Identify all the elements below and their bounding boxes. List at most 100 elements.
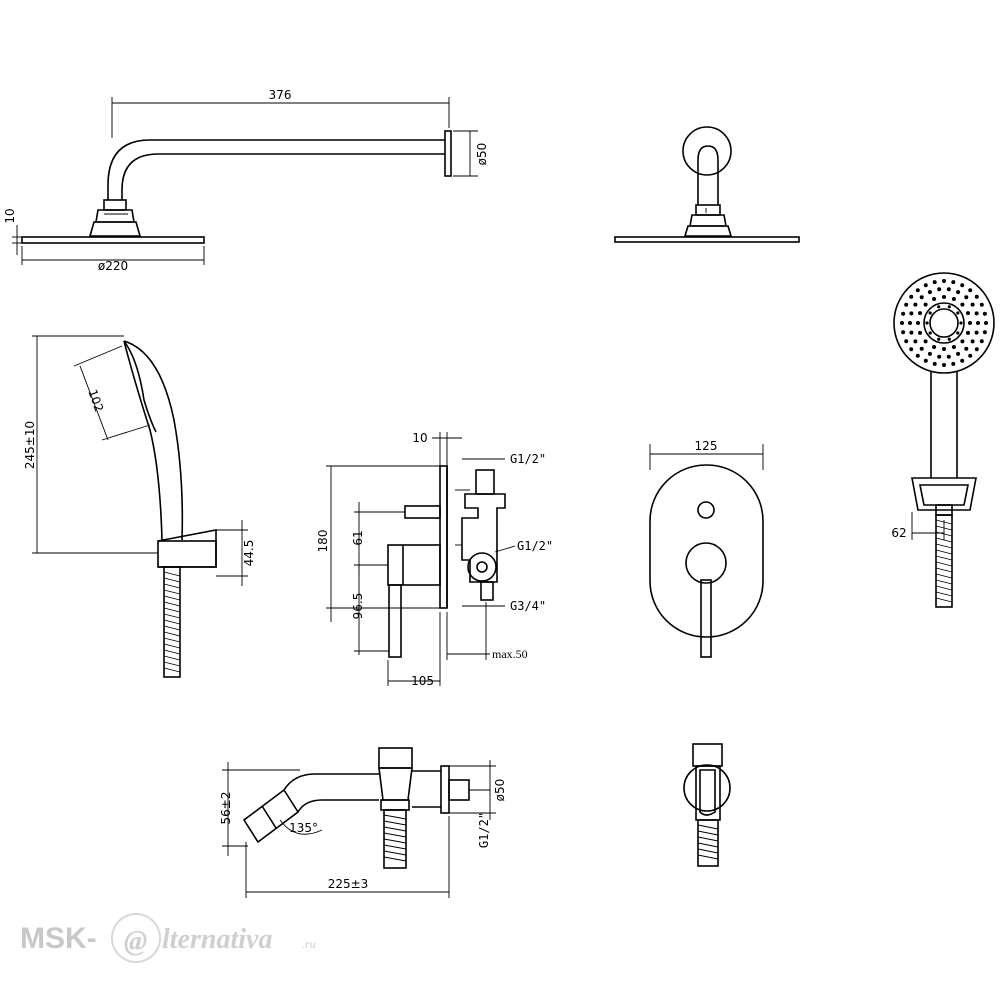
nozzle-dot: [932, 345, 937, 349]
nozzle-dot: [956, 311, 960, 315]
nozzle-dot: [968, 288, 973, 293]
nozzle-dot: [925, 321, 929, 325]
nozzle-dot: [901, 311, 906, 316]
nozzle-dot: [909, 347, 914, 352]
dim-spout-length: 225±3: [328, 877, 369, 891]
nozzle-dot: [982, 311, 987, 316]
nozzle-dot: [974, 330, 979, 335]
spout-front-hose-coil: [697, 824, 719, 860]
nozzle-dot: [984, 321, 988, 325]
nozzle-dot: [923, 302, 928, 307]
nozzle-dot: [964, 295, 969, 300]
nozzle-dot: [932, 361, 937, 366]
nozzle-dot: [918, 311, 922, 316]
nozzle-dot: [923, 358, 928, 363]
nozzle-dot: [974, 347, 979, 352]
nozzle-dot: [909, 330, 914, 335]
nozzle-dot: [976, 321, 980, 325]
nozzle-dot: [908, 321, 912, 325]
nozzle-dot: [928, 311, 932, 315]
nozzle-dot: [932, 297, 937, 301]
shower-nozzles: [900, 279, 988, 367]
dim-spout-height: 56±2: [219, 792, 233, 825]
dim-max-depth: max.50: [492, 647, 528, 661]
mixer-front-view: 125: [649, 439, 764, 658]
nozzle-dot: [951, 297, 956, 301]
nozzle-dot: [916, 321, 920, 325]
nozzle-dot: [942, 279, 946, 283]
nozzle-dot: [946, 354, 951, 359]
nozzle-dot: [901, 330, 906, 335]
nozzle-dot: [932, 280, 937, 285]
hand-shower-front-view: 62: [891, 272, 995, 608]
watermark-logo: MSK- @ lternativa .ru: [20, 913, 316, 963]
nozzle-dot: [928, 331, 932, 335]
dim-wall-flange-dia: ø50: [475, 143, 489, 166]
dim-spout-thread: G1/2": [477, 812, 491, 848]
dim-mixer-96: 96.5: [351, 593, 365, 620]
dim-plate-width: 125: [695, 439, 718, 453]
nozzle-dot: [937, 337, 941, 341]
nozzle-dot: [974, 311, 979, 316]
nozzle-dot: [909, 311, 914, 316]
dim-holder-height: 44.5: [242, 540, 256, 567]
nozzle-dot: [923, 339, 928, 344]
nozzle-dot: [968, 321, 972, 325]
nozzle-dot: [915, 353, 920, 358]
nozzle-dot: [900, 321, 904, 325]
nozzle-dot: [937, 354, 942, 359]
nozzle-dot: [964, 346, 969, 351]
nozzle-dot: [982, 330, 987, 335]
nozzle-dot: [951, 280, 956, 285]
dim-head-thickness: 10: [3, 208, 17, 223]
nozzle-dot: [956, 331, 960, 335]
nozzle-dot: [937, 305, 941, 309]
nozzle-dot: [904, 339, 909, 344]
nozzle-dot: [904, 302, 909, 307]
nozzle-dot: [937, 287, 942, 292]
nozzle-dot: [918, 330, 922, 335]
dim-spout-flange-dia: ø50: [493, 779, 507, 802]
watermark-brand-left: MSK-: [20, 922, 97, 955]
nozzle-dot: [960, 283, 965, 288]
spout-front-view: [683, 743, 731, 867]
dim-holder-offset: 62: [891, 526, 906, 540]
nozzle-dot: [960, 339, 965, 344]
nozzle-dot: [909, 294, 914, 299]
nozzle-dot: [913, 302, 918, 307]
watermark-brand-tld: .ru: [302, 937, 316, 951]
spout-hose-coil: [383, 814, 407, 862]
nozzle-dot: [942, 295, 946, 299]
nozzle-dot: [942, 347, 946, 351]
nozzle-dot: [956, 351, 961, 356]
dim-inlet-top: G1/2": [510, 452, 546, 466]
nozzle-dot: [979, 339, 984, 344]
dim-outlet-mid: G1/2": [517, 539, 553, 553]
nozzle-dot: [959, 321, 963, 325]
nozzle-dot: [927, 290, 932, 295]
nozzle-dot: [960, 358, 965, 363]
nozzle-dot: [966, 311, 970, 316]
watermark-brand-mark: @: [124, 926, 147, 957]
dim-head-dia: ø220: [98, 259, 128, 273]
dim-mixer-depth: 105: [411, 674, 434, 688]
dim-arm-length: 376: [269, 88, 292, 102]
nozzle-dot: [974, 294, 979, 299]
nozzle-dot: [960, 302, 965, 307]
nozzle-dot: [951, 361, 956, 366]
hose-coil-left: [163, 571, 181, 673]
spout-side-view: 56±2 135° 225±3 ø50 G1/2": [219, 747, 507, 898]
nozzle-dot: [970, 302, 975, 307]
dim-hand-shower-length: 245±10: [23, 421, 37, 469]
nozzle-dot: [966, 330, 970, 335]
dim-mixer-61: 61: [351, 530, 365, 545]
nozzle-dot: [946, 287, 951, 292]
dim-mixer-height: 180: [316, 530, 330, 553]
nozzle-dot: [947, 305, 951, 309]
nozzle-dot: [942, 363, 946, 367]
nozzle-dot: [956, 290, 961, 295]
nozzle-dot: [951, 345, 956, 349]
nozzle-dot: [968, 353, 973, 358]
overhead-shower-side-view: 376 ø50 10 ø220: [3, 88, 489, 273]
